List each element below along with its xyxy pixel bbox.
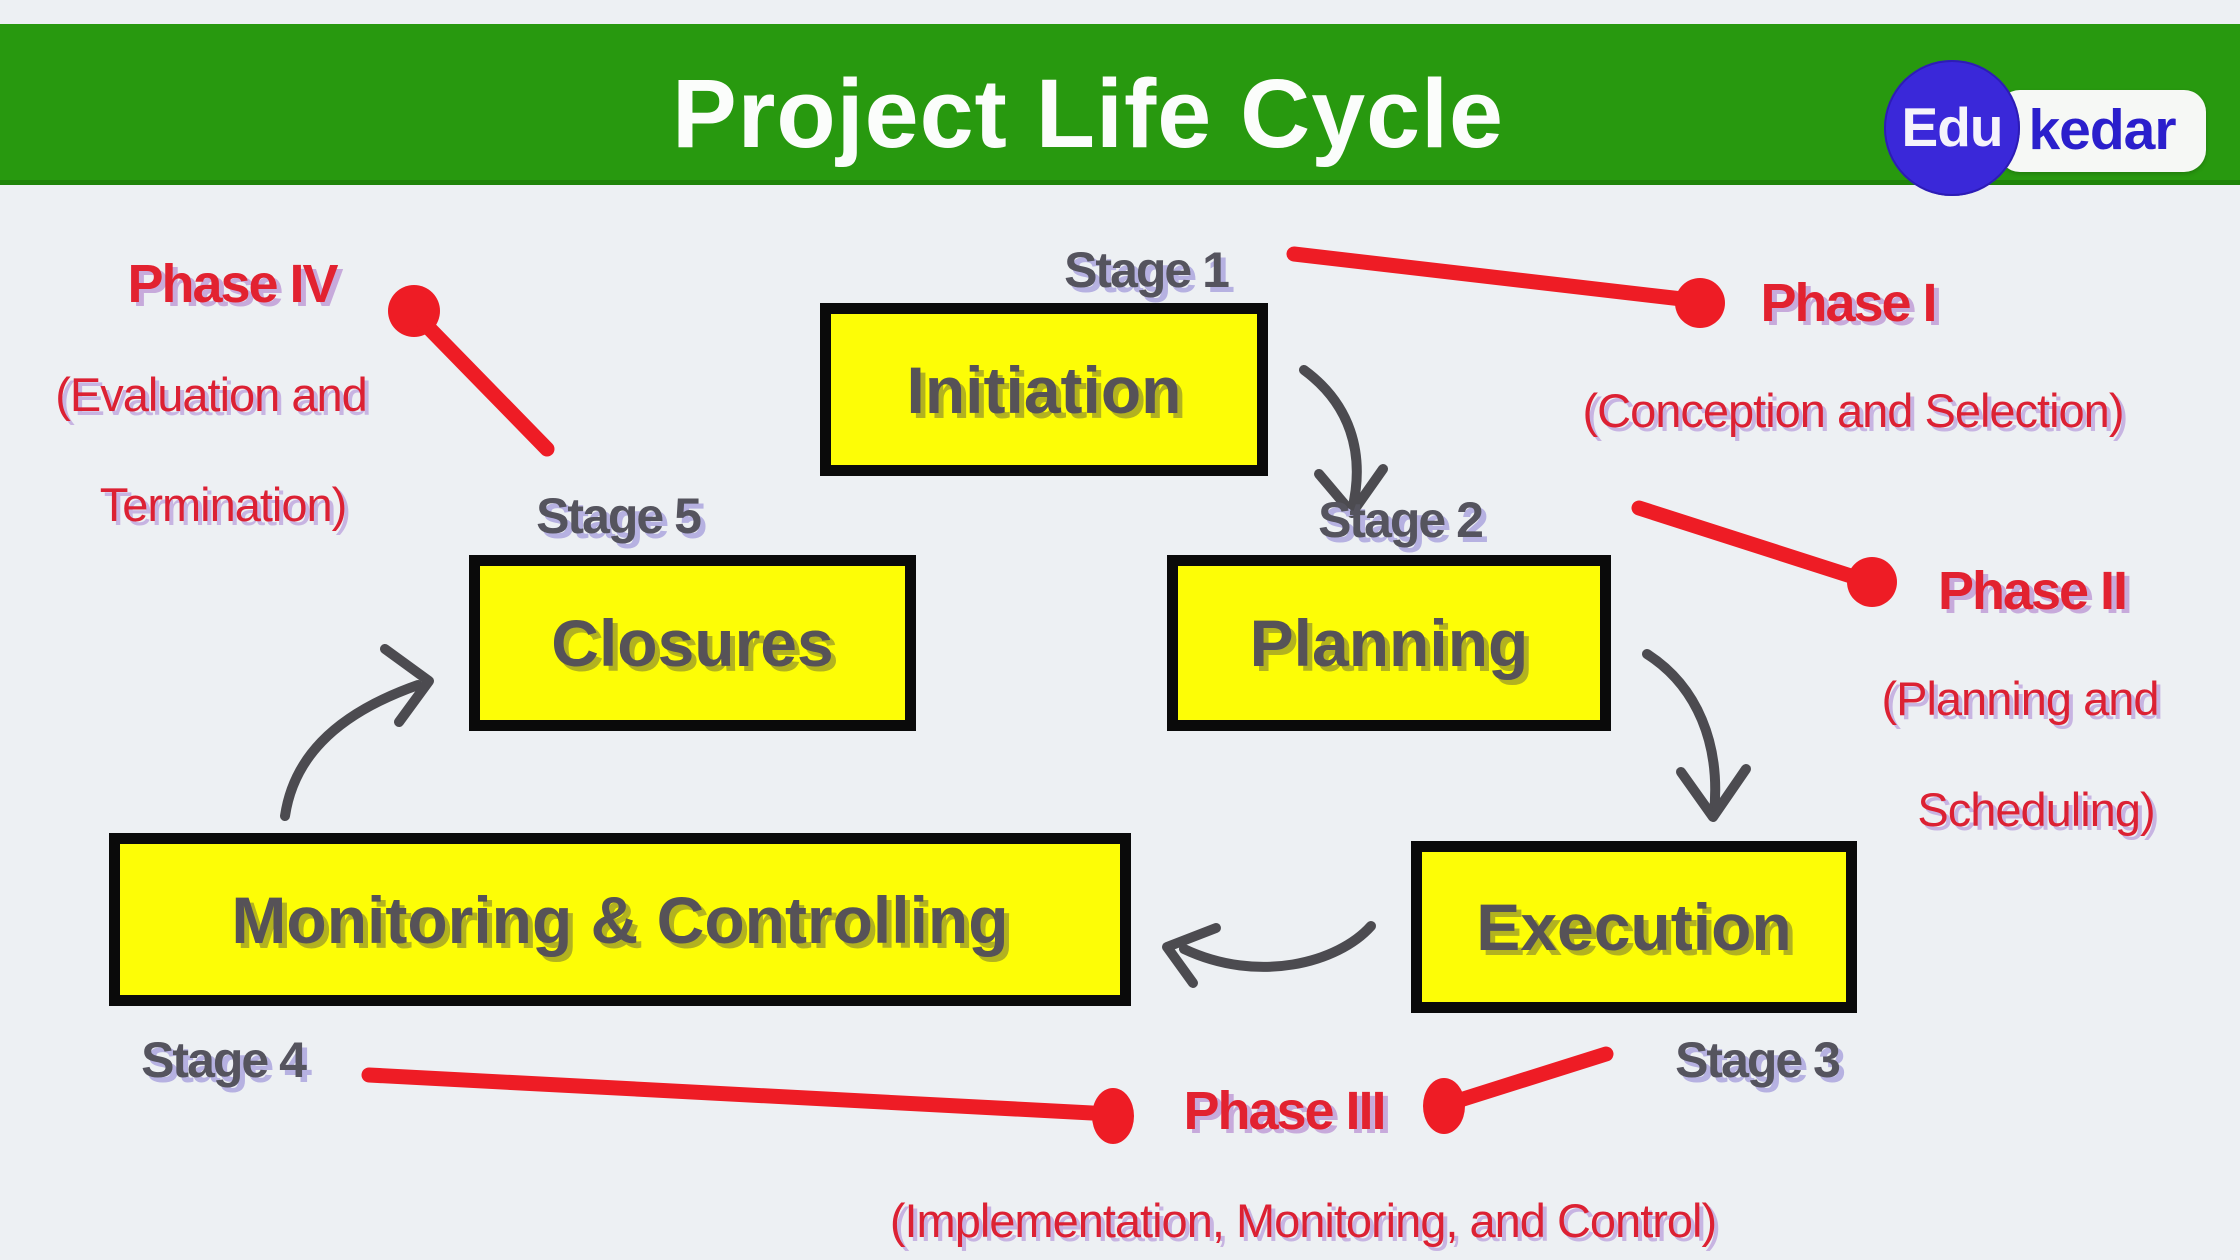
phase2-title: Phase II [1937, 561, 2128, 621]
stage-label-1: Stage 1 [1064, 242, 1230, 298]
phase1-title: Phase I [1760, 273, 1937, 333]
logo-circle: Edu [1884, 60, 2020, 196]
phase3-subtitle: (Implementation, Monitoring, and Control… [889, 1194, 1717, 1247]
stage-box-label: Planning [1249, 606, 1529, 680]
phase4-subtitle-line1: (Evaluation and [55, 368, 368, 421]
stage-label-4: Stage 4 [141, 1032, 307, 1088]
stage-box-label: Closures [551, 606, 834, 680]
phase2-subtitle-line2: Scheduling) [1917, 783, 2155, 836]
stage-box-monitoring-controlling: Monitoring & Controlling [109, 833, 1131, 1006]
stage-label-2: Stage 2 [1318, 492, 1484, 548]
stage-box-label: Monitoring & Controlling [231, 882, 1009, 957]
stage-box-initiation: Initiation [820, 303, 1268, 476]
title-banner: Project Life Cycle kedar Edu [0, 24, 2240, 196]
stage-box-label: Execution [1476, 890, 1792, 964]
stage-box-closures: Closures [469, 555, 916, 731]
stage-label-3: Stage 3 [1675, 1032, 1841, 1088]
stage-label-5: Stage 5 [536, 488, 702, 544]
stage-box-label: Initiation [906, 352, 1182, 427]
phase1-pointer [1286, 246, 1725, 328]
stage-box-execution: Execution [1411, 841, 1857, 1013]
logo-circle-text: Edu [1901, 96, 2004, 158]
phase4-subtitle-line2: Termination) [99, 478, 348, 531]
logo-badge-text: kedar [2028, 98, 2176, 162]
phase2-subtitle-line1: (Planning and [1881, 672, 2159, 725]
arrow-planning-to-execution [1642, 649, 1751, 822]
phase1-subtitle: (Conception and Selection) [1582, 384, 2125, 437]
page-title: Project Life Cycle [671, 59, 1505, 168]
stage-box-planning: Planning [1167, 555, 1611, 731]
phase4-title: Phase IV [127, 254, 338, 314]
arrow-monitoring-to-closures [280, 644, 434, 821]
phase3-pointer-left [361, 1067, 1134, 1144]
phase3-title: Phase III [1183, 1081, 1386, 1141]
arrow-execution-to-monitoring [1162, 921, 1376, 988]
logo-badge: kedar [1998, 90, 2206, 172]
